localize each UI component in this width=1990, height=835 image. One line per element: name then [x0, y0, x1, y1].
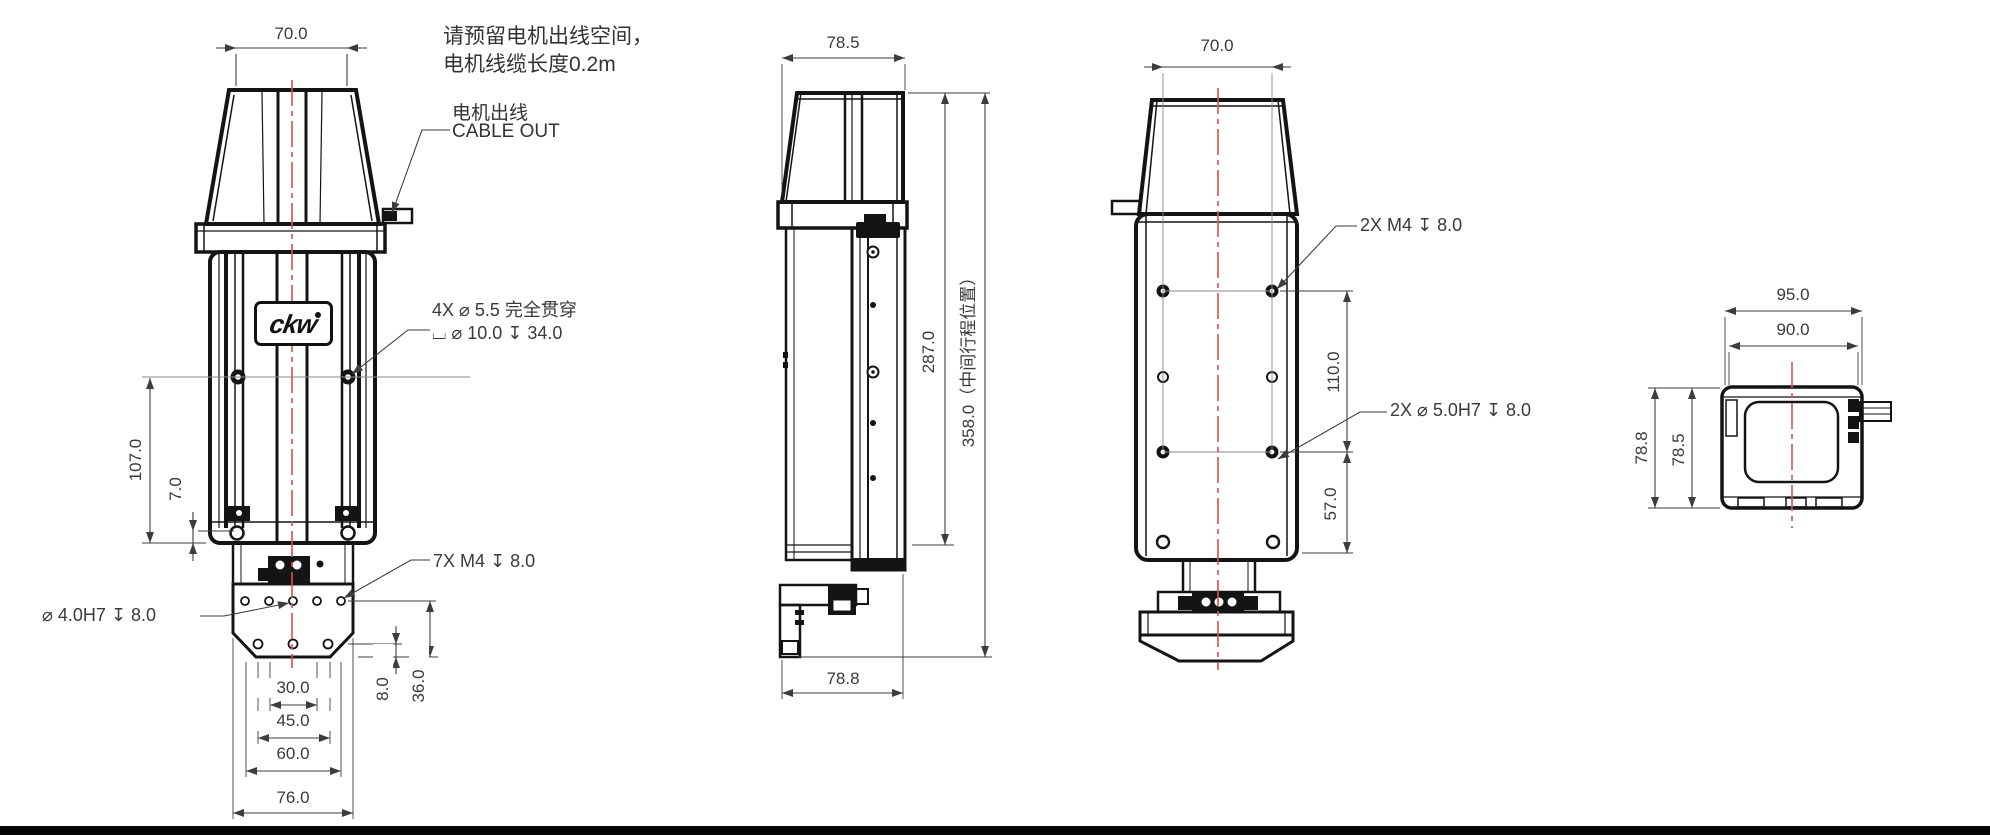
callout-tapped-holes-front: 7X M4 ↧ 8.0 [433, 551, 536, 571]
dim-rear-top-width: 70.0 [1172, 36, 1262, 56]
dim-front-offset: 7.0 [166, 444, 186, 534]
side-view-geometry [776, 91, 909, 659]
callout-through-holes-line1: 4X ⌀ 5.5 完全贯穿 [432, 300, 577, 320]
dim-top-outer-width: 95.0 [1748, 285, 1838, 305]
callout-tapped-holes-rear: 2X M4 ↧ 8.0 [1360, 215, 1463, 235]
callout-through-holes-line2: ⌴ ⌀ 10.0 ↧ 34.0 [432, 323, 563, 343]
dim-front-height: 107.0 [126, 415, 146, 505]
brand-logo-text: ckw [267, 308, 320, 339]
dim-front-bolt-span-30: 30.0 [248, 678, 338, 698]
callout-dowel-holes-rear: 2X ⌀ 5.0H7 ↧ 8.0 [1390, 400, 1531, 420]
dim-side-total-height: 358.0（中间行程位置） [959, 208, 979, 508]
callout-dowel-hole-front: ⌀ 4.0H7 ↧ 8.0 [42, 605, 156, 625]
brand-logo-plate: ckw [254, 301, 333, 346]
rear-view-dimensions [1144, 63, 1387, 554]
dim-side-top-width: 78.5 [798, 33, 888, 53]
top-view-dimensions [1648, 307, 1863, 509]
cable-space-note-line2: 电机线缆长度0.2m [443, 53, 616, 76]
brand-logo-dot-icon [315, 312, 321, 318]
front-view-geometry [194, 88, 414, 659]
cable-out-label-cn: 电机出线 [452, 103, 529, 124]
side-view-dimensions [781, 54, 992, 699]
dim-side-body-height: 287.0 [919, 307, 939, 397]
dim-top-outer-height: 78.8 [1632, 403, 1652, 493]
cable-space-note-line1: 请预留电机出线空间， [443, 25, 653, 48]
dim-front-top-width: 70.0 [246, 24, 336, 44]
dim-top-inner-height: 78.5 [1669, 405, 1689, 495]
dim-rear-hole-span: 110.0 [1324, 327, 1344, 417]
centerlines [291, 80, 1793, 670]
top-view-geometry [1720, 385, 1892, 510]
dim-front-bolt-span-45: 45.0 [248, 711, 338, 731]
dim-front-hole-offset-8: 8.0 [373, 644, 393, 734]
dim-front-plate-width-76: 76.0 [248, 788, 338, 808]
dim-front-plate-height-36: 36.0 [409, 641, 429, 731]
rear-view-geometry [1110, 98, 1300, 663]
bottom-edge-bar [0, 826, 1990, 835]
cable-out-label-en: CABLE OUT [452, 121, 560, 142]
dim-top-inner-width: 90.0 [1748, 320, 1838, 340]
dim-front-bolt-span-60: 60.0 [248, 744, 338, 764]
dim-side-bottom-width: 78.8 [798, 669, 888, 689]
dim-rear-lower-offset: 57.0 [1321, 459, 1341, 549]
